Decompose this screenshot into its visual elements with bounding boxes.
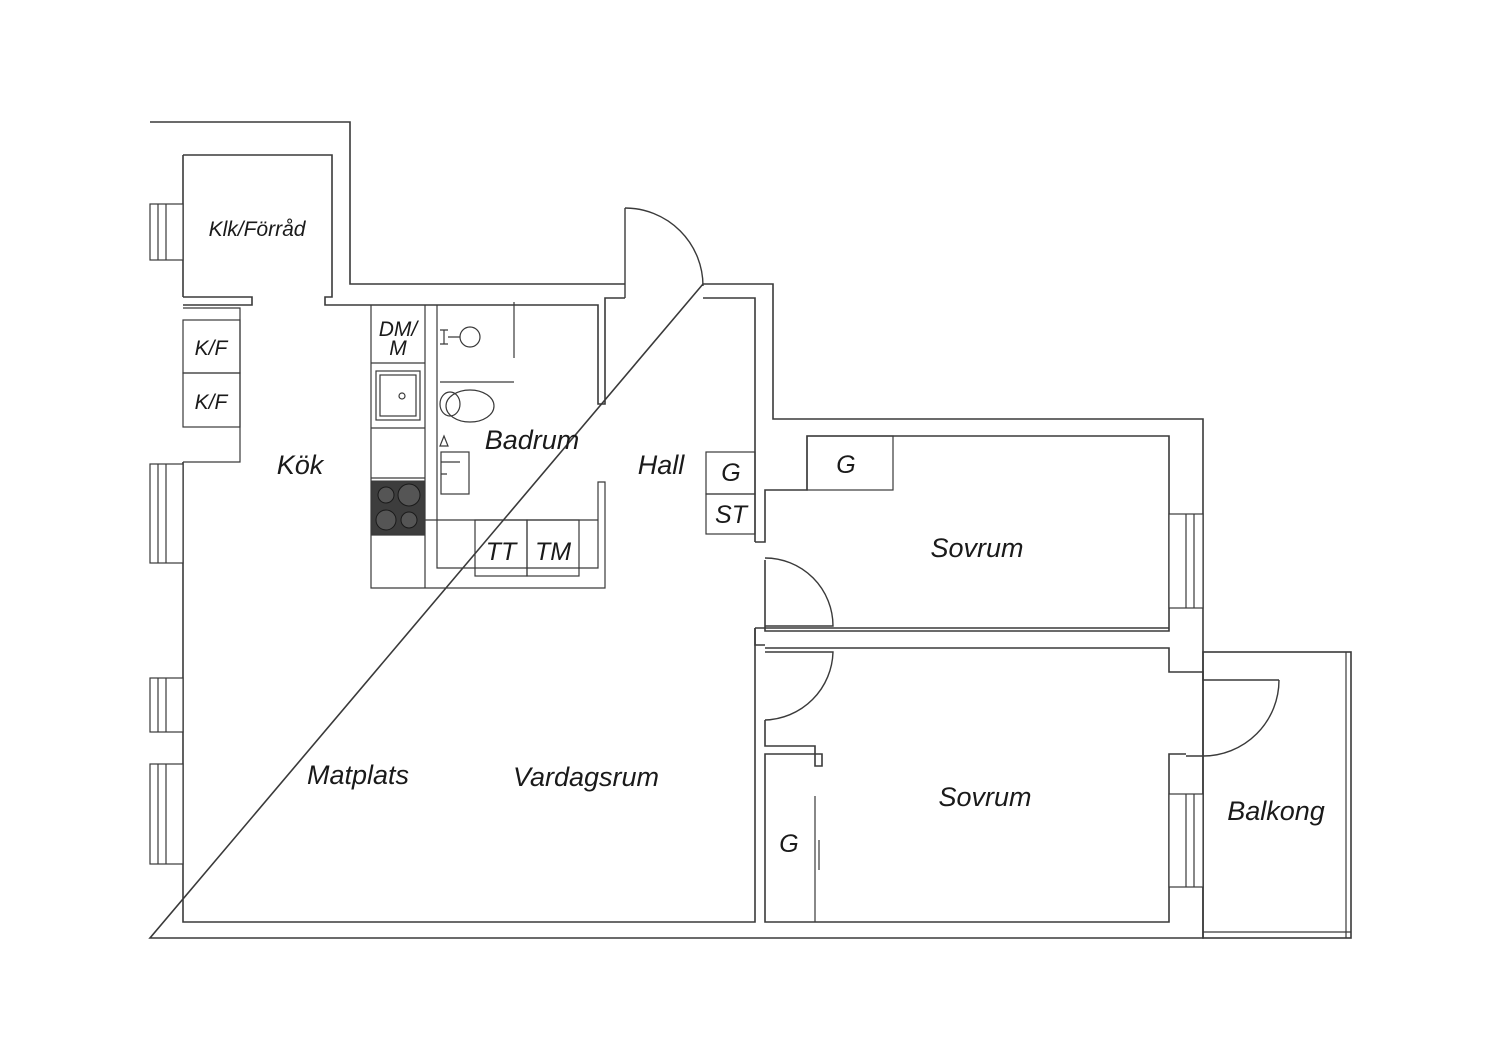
stove-burner-1 (377, 486, 395, 504)
bathroom-wall (436, 305, 598, 521)
kitchen-counter (370, 305, 606, 589)
balcony-door-swing (1186, 679, 1280, 757)
fixture-label-kf-2: K/F (195, 391, 229, 414)
toilet-seat (439, 391, 461, 417)
outer-wall (148, 121, 1204, 939)
hall-wardrobe-st (705, 493, 756, 535)
window-bedroom-upper-glass (1185, 514, 1195, 608)
window-kitchen-glass (157, 464, 167, 563)
toilet-bowl (445, 389, 495, 423)
room-label-matplats: Matplats (307, 760, 409, 790)
upper-bedroom-door-swing (764, 557, 834, 627)
kitchen-cabinet-base (183, 307, 241, 463)
window-storage-glass (157, 204, 167, 260)
bathroom-sink (440, 451, 470, 495)
room-label-sovrum-upper: Sovrum (930, 533, 1023, 563)
stove-burner-2 (397, 483, 421, 507)
shower-head (459, 326, 481, 348)
fixture-label-hall-g: G (721, 459, 740, 487)
room-label-balkong: Balkong (1227, 796, 1325, 826)
balcony-inner (1203, 652, 1351, 938)
room-label-badrum: Badrum (485, 425, 580, 455)
shower-rail (440, 302, 515, 383)
balcony-door-leaf (1186, 671, 1279, 681)
closet-wall (183, 296, 253, 306)
room-label-vardagsrum: Vardagsrum (513, 762, 659, 792)
fixture-label-tm: TM (535, 538, 571, 566)
lower-bedroom-door-swing (764, 651, 834, 721)
entrance-door-swing (624, 207, 704, 287)
kitchen-sink-basin (379, 374, 417, 417)
upper-bedroom-wardrobe (806, 435, 894, 491)
shower-mixer (440, 329, 460, 345)
window-bedroom-lower-glass (1185, 794, 1195, 887)
stove-burner-4 (400, 511, 418, 529)
fixture-label-tt: TT (486, 538, 518, 566)
window-dining-2-glass (157, 764, 167, 864)
room-label-klk-forrad: Klk/Förråd (209, 218, 307, 241)
stove-burner-3 (375, 509, 397, 531)
room-label-hall: Hall (638, 450, 686, 480)
kitchen-sink (375, 370, 421, 421)
fixture-label-hall-st: ST (715, 501, 749, 529)
fixture-label-kf-1: K/F (195, 337, 229, 360)
window-dining-1-glass (157, 678, 167, 732)
inner-wall-living (182, 154, 756, 923)
bathroom-sink-tap (439, 434, 460, 475)
fixture-label-sovrum-lower-g: G (779, 830, 798, 858)
tm-box (526, 519, 580, 577)
kitchen-sink-drain (398, 392, 406, 400)
lower-bedroom-wardrobe-door (814, 796, 820, 922)
fixture-label-sovrum-upper-g: G (836, 451, 855, 479)
room-label-kok: Kök (277, 450, 325, 480)
fixture-label-dm-2: M (389, 337, 407, 360)
fixture-label-dm-1: DM/ (379, 318, 420, 341)
room-label-sovrum-lower: Sovrum (938, 782, 1031, 812)
